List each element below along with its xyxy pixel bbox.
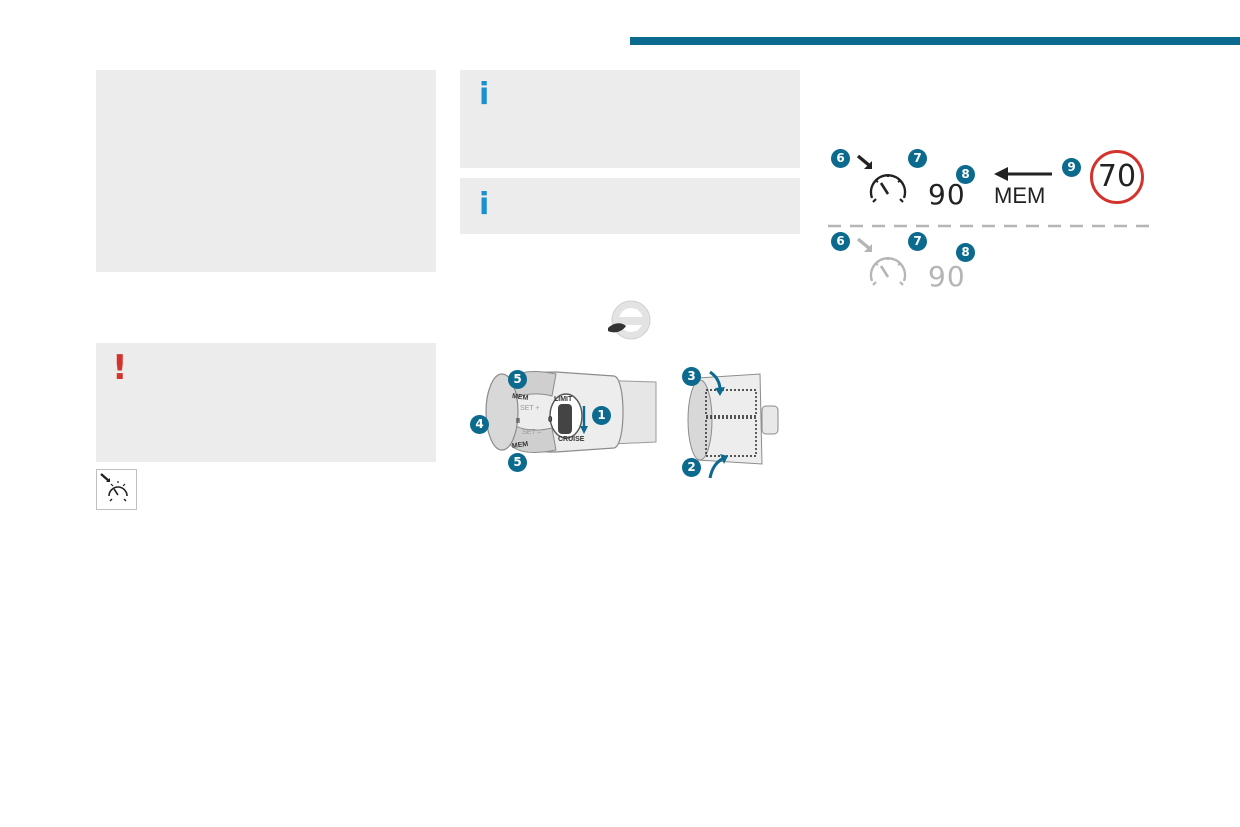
memory-label: MEM bbox=[994, 183, 1046, 208]
info-panel-1: i bbox=[460, 70, 800, 168]
set-speed-value-inactive: 90 bbox=[928, 260, 966, 293]
cruise-control-icon bbox=[850, 150, 914, 206]
stalk-label-zero: 0 bbox=[548, 415, 553, 424]
display-separator bbox=[828, 215, 1154, 228]
cruise-control-icon bbox=[850, 233, 914, 289]
callout-6-active: 6 bbox=[831, 149, 850, 168]
cruise-control-icon bbox=[96, 469, 137, 510]
callout-2: 2 bbox=[682, 458, 701, 477]
warning-icon: ! bbox=[112, 348, 128, 388]
info-icon: i bbox=[479, 77, 490, 112]
header-accent-bar bbox=[630, 37, 1240, 45]
stalk-label-set-plus: SET + bbox=[520, 405, 540, 412]
callout-5-bottom: 5 bbox=[508, 453, 527, 472]
callout-8-inactive: 8 bbox=[956, 243, 975, 262]
callout-3: 3 bbox=[682, 367, 701, 386]
info-icon: i bbox=[479, 187, 490, 222]
callout-1: 1 bbox=[592, 406, 611, 425]
info-panel-2: i bbox=[460, 178, 800, 234]
callout-4: 4 bbox=[470, 415, 489, 434]
stalk-label-limit: LIMIT bbox=[554, 396, 573, 403]
speed-limit-sign: 70 bbox=[1090, 150, 1144, 204]
steering-wheel-icon bbox=[604, 298, 654, 342]
text-panel-top-left bbox=[96, 70, 436, 272]
set-speed-value: 90 bbox=[928, 178, 966, 211]
callout-8-active: 8 bbox=[956, 165, 975, 184]
stalk-label-set-minus: SET – bbox=[522, 429, 542, 436]
callout-7-active: 7 bbox=[908, 149, 927, 168]
warning-panel: ! bbox=[96, 343, 436, 462]
cruise-stalk-illustration: MEM MEM SET + SET – II LIMIT 0 CRUISE bbox=[466, 360, 666, 480]
callout-5-top: 5 bbox=[508, 370, 527, 389]
callout-7-inactive: 7 bbox=[908, 232, 927, 251]
stalk-label-cruise: CRUISE bbox=[558, 436, 585, 443]
arrow-left-icon bbox=[994, 166, 1052, 182]
callout-6-inactive: 6 bbox=[831, 232, 850, 251]
callout-9: 9 bbox=[1062, 158, 1081, 177]
stalk-label-pause: II bbox=[516, 418, 520, 425]
stalk-side-view-illustration bbox=[680, 360, 790, 480]
